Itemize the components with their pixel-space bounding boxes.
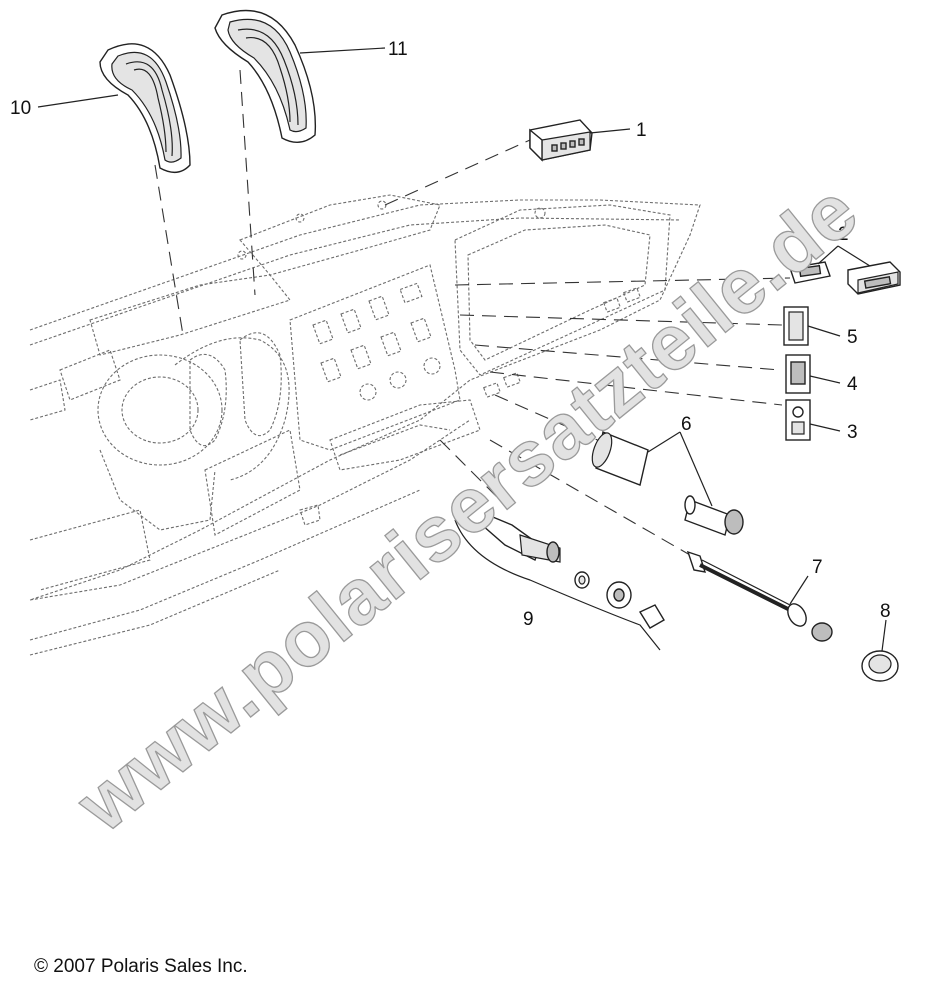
callout-8: 8: [880, 601, 891, 622]
cable-part-7: [686, 550, 833, 642]
ignition-part-9: [454, 514, 665, 651]
watermark-text: www.polarisersatzteile.de: [60, 166, 874, 849]
switch-part-3: [785, 399, 811, 441]
callout-6: 6: [681, 414, 692, 435]
switch-part-4: [785, 354, 811, 394]
callout-1: 1: [636, 120, 647, 141]
dashboard-assembly: [29, 194, 701, 656]
connector-part-1: [529, 119, 593, 162]
plug-part-2: [789, 261, 901, 295]
grommet-part-8: [861, 650, 899, 682]
socket-part-6: [591, 431, 744, 536]
copyright-notice: © 2007 Polaris Sales Inc.: [34, 956, 248, 977]
callout-numbers: 10 11 1 2 5 4 3 6 7 8 9: [10, 39, 891, 630]
callout-7: 7: [812, 557, 823, 578]
callout-4: 4: [847, 374, 858, 395]
callout-3: 3: [847, 422, 858, 443]
leader-lines: [37, 47, 887, 652]
grab-handle-11: [214, 9, 317, 143]
switch-part-5: [783, 306, 809, 346]
callout-11: 11: [388, 39, 408, 60]
callout-2: 2: [838, 224, 849, 245]
grab-handle-10: [99, 43, 191, 173]
callout-10: 10: [10, 98, 31, 119]
callout-5: 5: [847, 327, 858, 348]
callout-9: 9: [523, 609, 534, 630]
